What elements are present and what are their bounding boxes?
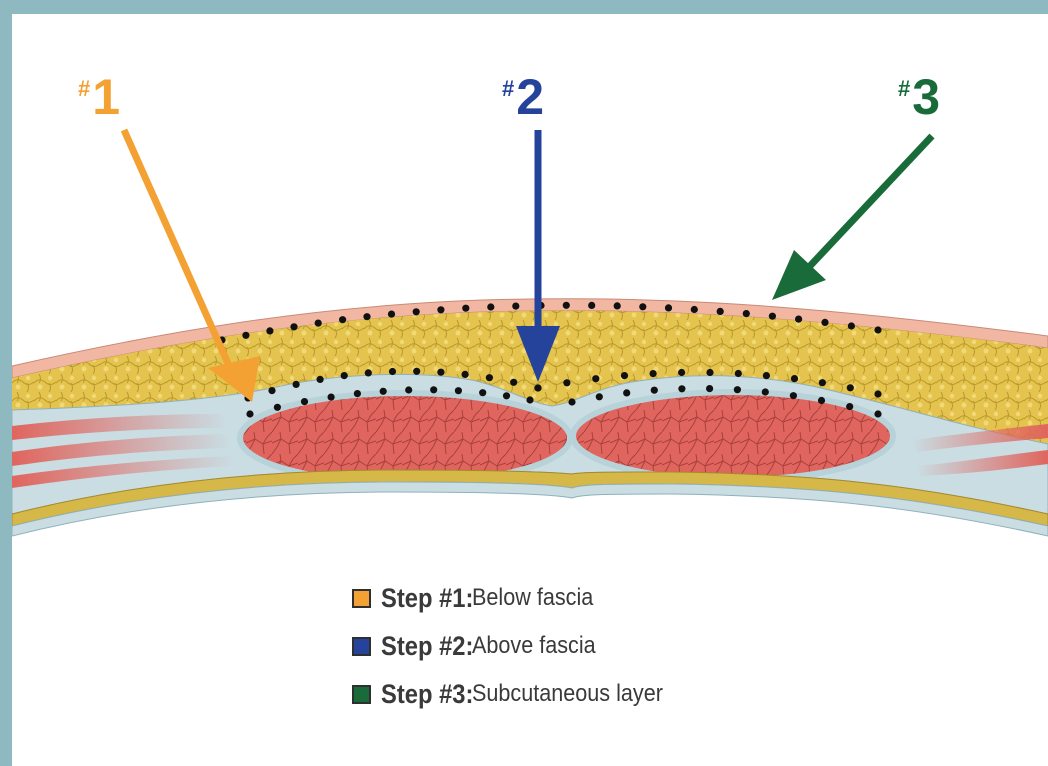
dissection-dot bbox=[462, 371, 469, 378]
dissection-dot bbox=[341, 372, 348, 379]
dissection-dot bbox=[846, 403, 853, 410]
dissection-dot bbox=[413, 308, 420, 315]
dissection-dot bbox=[735, 370, 742, 377]
dissection-dot bbox=[455, 387, 462, 394]
dissection-dot bbox=[274, 404, 281, 411]
dissection-dot bbox=[821, 319, 828, 326]
dissection-dot bbox=[479, 389, 486, 396]
dissection-dot bbox=[568, 398, 575, 405]
dissection-dot bbox=[596, 393, 603, 400]
dissection-dot bbox=[389, 368, 396, 375]
dissection-dot bbox=[651, 387, 658, 394]
dissection-dot bbox=[290, 323, 297, 330]
dissection-dot bbox=[665, 304, 672, 311]
dissection-dot bbox=[769, 313, 776, 320]
dissection-dot bbox=[639, 303, 646, 310]
dissection-dot bbox=[268, 387, 275, 394]
dissection-dot bbox=[588, 302, 595, 309]
dissection-dot bbox=[678, 385, 685, 392]
dissection-dot bbox=[706, 385, 713, 392]
legend-item-step3: Step #3: Subcutaneous layer bbox=[352, 670, 684, 718]
dissection-dot bbox=[650, 370, 657, 377]
dissection-dot bbox=[563, 302, 570, 309]
legend-item-step2: Step #2: Above fascia bbox=[352, 622, 684, 670]
step3-swatch bbox=[352, 685, 371, 704]
dissection-dot bbox=[512, 303, 519, 310]
dissection-dot bbox=[266, 327, 273, 334]
dissection-dot bbox=[487, 303, 494, 310]
dissection-dot bbox=[819, 379, 826, 386]
dissection-dot bbox=[328, 394, 335, 401]
diagram-frame: #1 #2 #3 Step #1: Below fascia Step #2: … bbox=[12, 14, 1048, 766]
legend: Step #1: Below fascia Step #2: Above fas… bbox=[352, 574, 684, 718]
step1-marker: #1 bbox=[78, 72, 120, 122]
step2-marker: #2 bbox=[502, 72, 544, 122]
dissection-dot bbox=[363, 313, 370, 320]
dissection-dot bbox=[848, 322, 855, 329]
dissection-dot bbox=[380, 388, 387, 395]
dissection-dot bbox=[678, 369, 685, 376]
dissection-dot bbox=[743, 310, 750, 317]
dissection-dot bbox=[763, 372, 770, 379]
step1-swatch bbox=[352, 589, 371, 608]
dissection-dot bbox=[526, 396, 533, 403]
dissection-dot bbox=[317, 376, 324, 383]
dissection-dot bbox=[486, 374, 493, 381]
step3-arrow bbox=[772, 136, 932, 300]
step2-swatch bbox=[352, 637, 371, 656]
dissection-dot bbox=[874, 326, 881, 333]
dissection-dot bbox=[874, 410, 881, 417]
dissection-dot bbox=[818, 397, 825, 404]
dissection-dot bbox=[717, 308, 724, 315]
legend-step-label: Step #1: bbox=[381, 583, 473, 614]
dissection-dot bbox=[510, 379, 517, 386]
dissection-dot bbox=[563, 379, 570, 386]
dissection-dot bbox=[430, 386, 437, 393]
dissection-dot bbox=[405, 386, 412, 393]
dissection-dot bbox=[242, 332, 249, 339]
dissection-dot bbox=[762, 388, 769, 395]
dissection-dot bbox=[388, 311, 395, 318]
left-rectus-muscle bbox=[240, 393, 570, 483]
dissection-dot bbox=[354, 390, 361, 397]
dissection-dot bbox=[621, 372, 628, 379]
right-rectus-muscle bbox=[573, 392, 893, 480]
dissection-dot bbox=[365, 369, 372, 376]
dissection-dot bbox=[293, 381, 300, 388]
dissection-dot bbox=[503, 392, 510, 399]
legend-step-label: Step #3: bbox=[381, 679, 473, 710]
dissection-dot bbox=[315, 320, 322, 327]
dissection-dot bbox=[790, 392, 797, 399]
dissection-dot bbox=[462, 305, 469, 312]
dissection-dot bbox=[706, 369, 713, 376]
dissection-dot bbox=[437, 306, 444, 313]
dissection-dot bbox=[592, 375, 599, 382]
dissection-dot bbox=[734, 386, 741, 393]
dissection-dot bbox=[791, 375, 798, 382]
dissection-dot bbox=[413, 368, 420, 375]
step3-marker: #3 bbox=[898, 72, 940, 122]
dissection-dot bbox=[437, 369, 444, 376]
dissection-dot bbox=[534, 384, 541, 391]
dissection-dot bbox=[795, 316, 802, 323]
dissection-dot bbox=[691, 306, 698, 313]
dissection-dot bbox=[301, 398, 308, 405]
legend-item-step1: Step #1: Below fascia bbox=[352, 574, 684, 622]
dissection-dot bbox=[847, 384, 854, 391]
dissection-dot bbox=[246, 410, 253, 417]
dissection-dot bbox=[614, 302, 621, 309]
dissection-dot bbox=[623, 389, 630, 396]
legend-description: Below fascia bbox=[472, 584, 593, 612]
legend-description: Subcutaneous layer bbox=[472, 680, 663, 708]
dissection-dot bbox=[874, 390, 881, 397]
legend-description: Above fascia bbox=[472, 632, 596, 660]
dissection-dot bbox=[339, 316, 346, 323]
legend-step-label: Step #2: bbox=[381, 631, 473, 662]
